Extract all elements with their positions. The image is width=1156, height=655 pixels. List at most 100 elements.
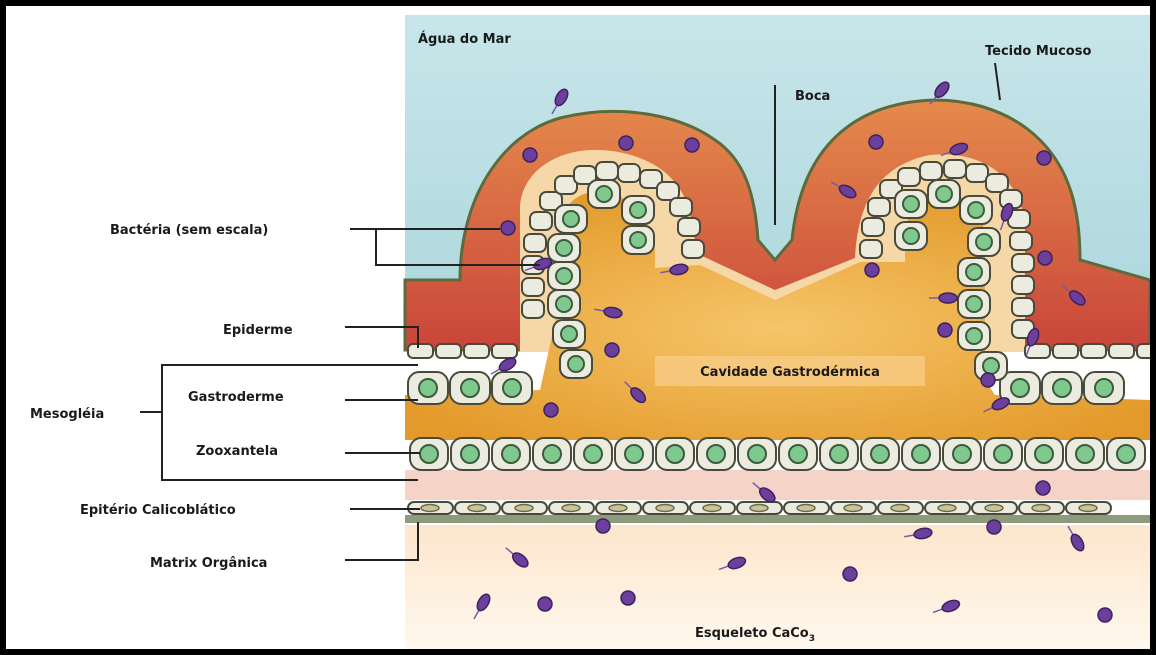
cell xyxy=(928,180,960,208)
cell-body xyxy=(966,164,988,182)
bacteria-label: Bactéria (sem escala) xyxy=(110,223,268,238)
bacterium-coccus xyxy=(1098,608,1112,622)
zooxanthella-nucleus xyxy=(461,445,479,463)
bacterium-coccus xyxy=(685,138,699,152)
zooxanthella-nucleus xyxy=(543,445,561,463)
cell-nucleus xyxy=(515,505,533,512)
cell-body xyxy=(1012,254,1034,272)
zooxanthella-cell-row xyxy=(410,438,1145,470)
zooxanthella-nucleus xyxy=(903,196,919,212)
calicoblastic-cell xyxy=(784,502,829,514)
zooxanthella-nucleus xyxy=(556,296,572,312)
cell-nucleus xyxy=(656,505,674,512)
cell xyxy=(944,160,966,178)
cell xyxy=(958,290,990,318)
cell xyxy=(943,438,981,470)
cell xyxy=(868,198,890,216)
calicoblastic-cell xyxy=(878,502,923,514)
sea-water-label: Água do Mar xyxy=(418,31,511,47)
zooxanthella-nucleus xyxy=(1095,379,1113,397)
cell-body xyxy=(862,218,884,236)
bacterium-coccus xyxy=(843,567,857,581)
cell-nucleus xyxy=(985,505,1003,512)
cell-body xyxy=(868,198,890,216)
bacterium-coccus xyxy=(1036,481,1050,495)
bacterium-coccus xyxy=(987,520,1001,534)
zooxanthella-nucleus xyxy=(630,232,646,248)
cell xyxy=(984,438,1022,470)
calicoblastic-cell xyxy=(972,502,1017,514)
bacterium-coccus xyxy=(865,263,879,277)
zooxanthella-nucleus xyxy=(1011,379,1029,397)
cell-nucleus xyxy=(1032,505,1050,512)
zooxanthella-nucleus xyxy=(789,445,807,463)
cell xyxy=(895,222,927,250)
bacterium-coccus xyxy=(621,591,635,605)
zooxanthella-nucleus xyxy=(502,445,520,463)
bacterium-body xyxy=(939,293,957,303)
bacterium-coccus xyxy=(619,136,633,150)
cell xyxy=(560,350,592,378)
cell xyxy=(464,344,489,358)
zooxanthella-nucleus xyxy=(1076,445,1094,463)
zooxanthella-nucleus xyxy=(830,445,848,463)
cell xyxy=(860,240,882,258)
zooxanthella-nucleus xyxy=(596,186,612,202)
cavity-label: Cavidade Gastrodérmica xyxy=(700,365,880,380)
cell-body xyxy=(1081,344,1106,358)
zooxanthella-nucleus xyxy=(707,445,725,463)
bacterium-coccus xyxy=(869,135,883,149)
cell-nucleus xyxy=(891,505,909,512)
cell-body xyxy=(1012,298,1034,316)
cell xyxy=(615,438,653,470)
cell-body xyxy=(522,300,544,318)
coral-tissue-diagram: Cavidade Gastrodérmica Água do Mar Tecid… xyxy=(6,6,1150,649)
cell xyxy=(958,258,990,286)
cell xyxy=(524,234,546,252)
cell-body xyxy=(944,160,966,178)
calicoblastic-cell xyxy=(455,502,500,514)
cell xyxy=(902,438,940,470)
cell xyxy=(670,198,692,216)
calicoblastic-label: Epitério Calicoblático xyxy=(80,503,236,518)
zooxanthella-nucleus xyxy=(1035,445,1053,463)
calicoblastic-cell xyxy=(502,502,547,514)
cell xyxy=(548,290,580,318)
cell xyxy=(492,344,517,358)
cell-body xyxy=(682,240,704,258)
calicoblastic-cell xyxy=(690,502,735,514)
cell-body xyxy=(464,344,489,358)
mesoglea-bracket xyxy=(162,365,418,480)
zooxanthella-nucleus xyxy=(1053,379,1071,397)
bacterium-coccus xyxy=(596,519,610,533)
cell-body xyxy=(1109,344,1134,358)
cell xyxy=(898,168,920,186)
cell-nucleus xyxy=(562,505,580,512)
cell xyxy=(622,196,654,224)
cell xyxy=(596,162,618,180)
cell xyxy=(574,438,612,470)
cell xyxy=(862,218,884,236)
cell-nucleus xyxy=(468,505,486,512)
diagram-panel: Cavidade Gastrodérmica Água do Mar Tecid… xyxy=(6,6,1150,649)
zooxanthella-nucleus xyxy=(420,445,438,463)
cell xyxy=(1012,276,1034,294)
cell xyxy=(522,300,544,318)
cell xyxy=(1081,344,1106,358)
cell-body xyxy=(860,240,882,258)
bacterium-coccus xyxy=(538,597,552,611)
zooxanthella-nucleus xyxy=(976,234,992,250)
cell xyxy=(408,344,433,358)
zooxanthella-nucleus xyxy=(994,445,1012,463)
cell xyxy=(1084,372,1124,404)
cell xyxy=(966,164,988,182)
cell-body xyxy=(596,162,618,180)
cell xyxy=(656,438,694,470)
calicoblastic-cell xyxy=(643,502,688,514)
calicoblastic-cell xyxy=(1066,502,1111,514)
zooxanthella-nucleus xyxy=(584,445,602,463)
cell xyxy=(779,438,817,470)
cell-body xyxy=(492,344,517,358)
zooxanthella-nucleus xyxy=(461,379,479,397)
cell xyxy=(548,234,580,262)
